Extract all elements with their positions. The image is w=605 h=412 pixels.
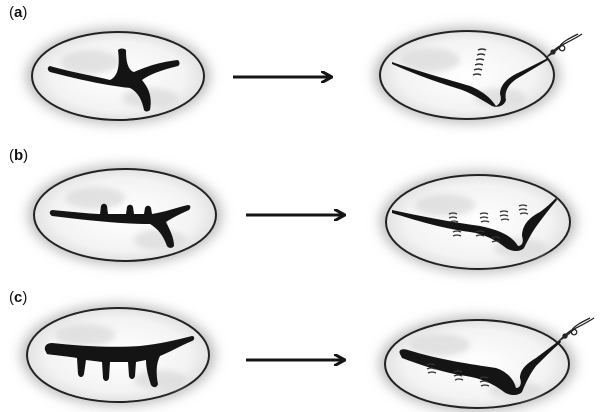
thread-knot-icon — [546, 34, 582, 58]
thread-knot-icon — [558, 318, 594, 342]
panel-a — [26, 27, 582, 124]
panel-b-after-oval — [380, 171, 576, 273]
panel-a-after-oval — [374, 27, 560, 123]
panel-b — [28, 165, 576, 273]
panel-c — [21, 304, 594, 412]
panel-c-after-oval — [379, 316, 575, 412]
